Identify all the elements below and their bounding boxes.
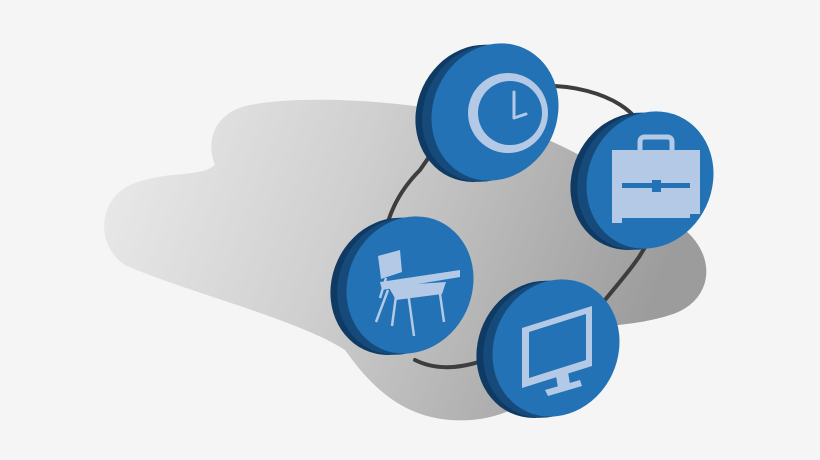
monitor-icon	[522, 306, 592, 396]
briefcase-icon	[612, 134, 700, 223]
connector-ring	[378, 83, 657, 370]
school-desk-icon	[374, 250, 460, 337]
clock-icon	[468, 73, 548, 153]
